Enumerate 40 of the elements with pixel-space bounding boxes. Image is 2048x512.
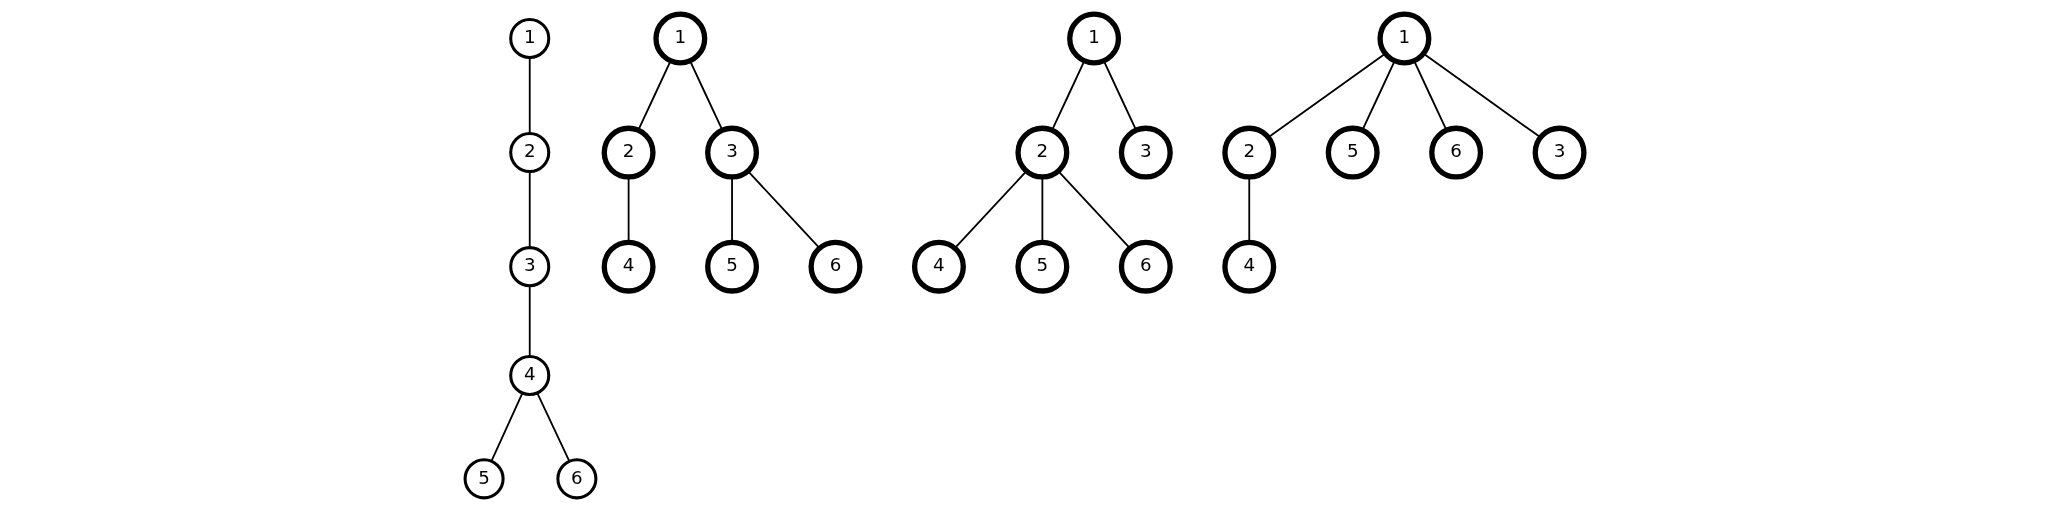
node-circle: 5 xyxy=(1325,125,1380,180)
connector xyxy=(490,392,523,462)
node-circle: 2 xyxy=(601,125,656,180)
node-circle: 4 xyxy=(508,354,550,396)
connector xyxy=(1057,170,1130,249)
node-circle: 4 xyxy=(601,239,656,294)
connector xyxy=(528,171,531,248)
connector xyxy=(953,170,1027,249)
connector xyxy=(1051,59,1085,131)
connector xyxy=(535,392,570,462)
node-circle: 6 xyxy=(1118,239,1173,294)
connector xyxy=(746,170,820,249)
node-circle: 5 xyxy=(463,458,505,500)
connector xyxy=(528,56,531,134)
node-circle: 2 xyxy=(1014,125,1069,180)
node-circle: 5 xyxy=(704,239,759,294)
node-circle: 4 xyxy=(1221,239,1276,294)
connector xyxy=(688,59,723,131)
connector xyxy=(528,285,531,358)
connector xyxy=(1267,53,1386,138)
node-circle: 1 xyxy=(1376,11,1431,66)
node-circle: 3 xyxy=(508,246,550,288)
connector xyxy=(637,59,671,131)
node-circle: 6 xyxy=(555,458,597,500)
node-circle: 6 xyxy=(808,239,862,294)
node-circle: 1 xyxy=(508,17,550,59)
node-circle: 3 xyxy=(1118,125,1173,180)
node-circle: 5 xyxy=(1014,239,1069,294)
node-circle: 1 xyxy=(652,11,707,66)
node-circle: 3 xyxy=(1532,125,1587,180)
node-circle: 1 xyxy=(1066,11,1121,66)
node-circle: 3 xyxy=(704,125,759,180)
node-circle: 4 xyxy=(911,239,966,294)
node-circle: 2 xyxy=(1221,125,1276,180)
connector xyxy=(1422,53,1541,138)
connector xyxy=(1361,59,1396,131)
node-circle: 2 xyxy=(508,132,550,174)
node-circle: 6 xyxy=(1428,125,1483,180)
connector xyxy=(1412,59,1447,131)
connector xyxy=(1102,59,1137,131)
